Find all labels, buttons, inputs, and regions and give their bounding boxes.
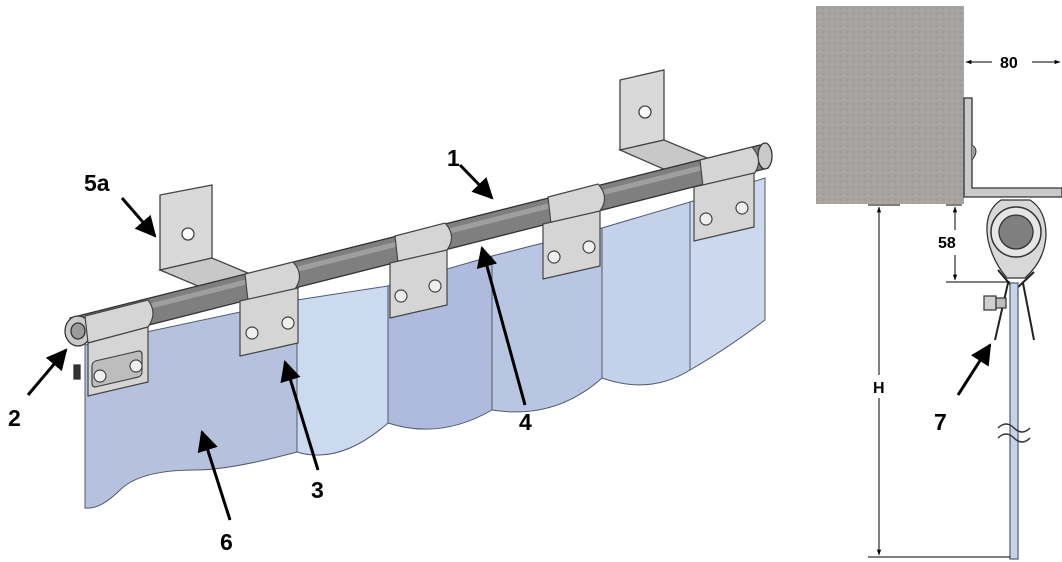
section-view: 80 58 H 7: [816, 6, 1062, 560]
rail-sleeves: [84, 146, 760, 344]
pvc-strip: [296, 285, 389, 456]
strip-clamp: [87, 326, 149, 397]
pvc-strip-section: [1009, 282, 1019, 560]
callout-1: 1: [447, 145, 460, 171]
pvc-strip: [601, 201, 691, 386]
strip-clamp: [239, 287, 299, 357]
strip-clamp: [693, 172, 755, 242]
callout-arrows: [26, 163, 527, 521]
callout-5a: 5a: [84, 170, 110, 196]
pvc-strip: [491, 227, 603, 413]
strip-clamp: [389, 249, 448, 319]
strip-clamp: [542, 210, 601, 280]
callout-3: 3: [311, 477, 324, 503]
break-symbol: [997, 423, 1031, 443]
rail-section: [986, 199, 1047, 279]
callout-7-arrow: [956, 343, 992, 396]
dimension-80-label: 80: [1000, 55, 1018, 72]
dimension-h-label: H: [873, 380, 885, 397]
callout-6: 6: [220, 529, 233, 555]
rail-end-cap: [64, 142, 773, 380]
strip-clamps: [87, 172, 755, 397]
dimension-58: [946, 204, 1010, 283]
callout-4: 4: [519, 409, 532, 435]
ceiling-block: [816, 6, 964, 204]
dimension-h: [868, 204, 1010, 558]
isometric-view: 1 2 3 4 5a 6: [8, 69, 773, 555]
bolt: [983, 295, 1007, 311]
angle-bracket: [963, 97, 1062, 198]
callout-7: 7: [934, 409, 947, 435]
callout-2: 2: [8, 405, 21, 431]
dimension-58-label: 58: [938, 235, 956, 252]
